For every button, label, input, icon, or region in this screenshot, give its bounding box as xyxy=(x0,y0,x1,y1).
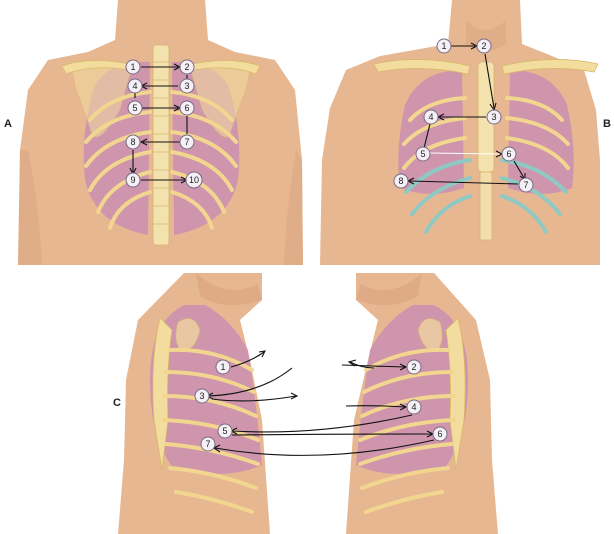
svg-text:6: 6 xyxy=(437,429,442,439)
panel-label-c: C xyxy=(113,397,121,409)
svg-text:5: 5 xyxy=(132,103,137,113)
marker-c-2: 2 xyxy=(407,360,421,374)
panel-a: 1 2 3 4 5 6 7 8 9 10 xyxy=(18,0,303,265)
svg-text:2: 2 xyxy=(481,41,486,51)
marker-c-5: 5 xyxy=(218,424,232,438)
svg-text:8: 8 xyxy=(398,176,403,186)
svg-text:4: 4 xyxy=(428,112,433,122)
marker-b-8: 8 xyxy=(394,174,408,188)
svg-text:4: 4 xyxy=(132,81,137,91)
marker-c-4: 4 xyxy=(407,400,421,414)
marker-c-7: 7 xyxy=(201,437,215,451)
svg-text:6: 6 xyxy=(184,103,189,113)
svg-text:7: 7 xyxy=(523,180,528,190)
panel-label-a: A xyxy=(4,118,12,130)
marker-a-4: 4 xyxy=(128,79,142,93)
svg-text:3: 3 xyxy=(199,391,204,401)
svg-text:2: 2 xyxy=(184,62,189,72)
svg-text:8: 8 xyxy=(130,137,135,147)
marker-b-5: 5 xyxy=(416,147,430,161)
svg-text:2: 2 xyxy=(411,362,416,372)
marker-b-2: 2 xyxy=(477,39,491,53)
marker-b-3: 3 xyxy=(487,110,501,124)
svg-text:3: 3 xyxy=(184,81,189,91)
marker-a-10: 10 xyxy=(186,172,202,188)
svg-text:1: 1 xyxy=(220,362,225,372)
marker-c-6: 6 xyxy=(433,427,447,441)
marker-c-1: 1 xyxy=(216,360,230,374)
marker-b-4: 4 xyxy=(424,110,438,124)
marker-a-8: 8 xyxy=(126,135,140,149)
svg-text:4: 4 xyxy=(411,402,416,412)
panel-c: 1 3 5 7 2 4 6 xyxy=(113,273,505,534)
svg-text:6: 6 xyxy=(506,149,511,159)
svg-text:7: 7 xyxy=(184,137,189,147)
svg-text:3: 3 xyxy=(491,112,496,122)
marker-a-2: 2 xyxy=(180,60,194,74)
marker-c-3: 3 xyxy=(195,389,209,403)
marker-a-6: 6 xyxy=(180,101,194,115)
marker-a-1: 1 xyxy=(126,60,140,74)
svg-text:5: 5 xyxy=(222,426,227,436)
svg-text:7: 7 xyxy=(205,439,210,449)
marker-b-7: 7 xyxy=(519,178,533,192)
panel-label-b: B xyxy=(603,118,611,130)
marker-a-9: 9 xyxy=(126,173,140,187)
svg-text:9: 9 xyxy=(130,175,135,185)
marker-b-1: 1 xyxy=(437,39,451,53)
marker-a-5: 5 xyxy=(128,101,142,115)
panel-b: 1 2 3 4 5 6 7 8 xyxy=(320,0,600,265)
marker-b-6: 6 xyxy=(502,147,516,161)
marker-a-3: 3 xyxy=(180,79,194,93)
marker-a-7: 7 xyxy=(180,135,194,149)
svg-text:1: 1 xyxy=(130,62,135,72)
svg-text:10: 10 xyxy=(189,175,199,185)
svg-text:1: 1 xyxy=(441,41,446,51)
svg-text:5: 5 xyxy=(420,149,425,159)
